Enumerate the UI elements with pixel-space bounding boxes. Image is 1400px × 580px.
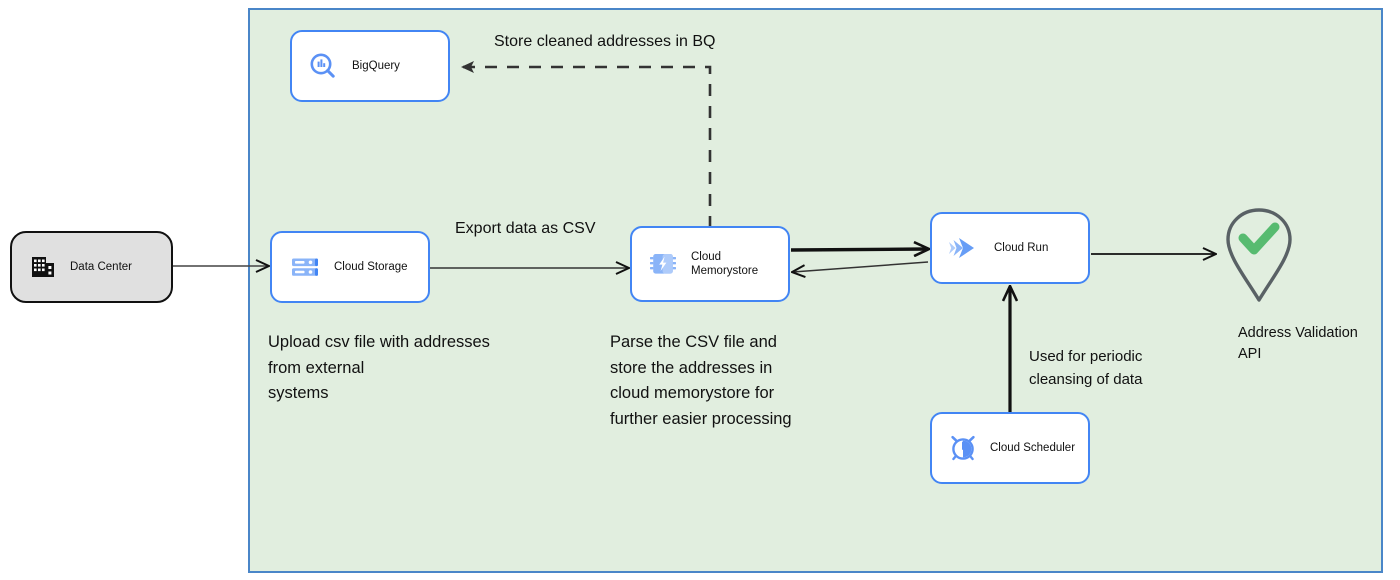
node-label-bigquery: BigQuery <box>352 59 400 72</box>
node-cloud-run[interactable]: Cloud Run <box>930 212 1090 284</box>
node-label-cloud-memorystore: Cloud Memorystore <box>691 250 759 277</box>
note-upload-csv: Upload csv file with addresses from exte… <box>268 333 490 403</box>
node-address-validation-api[interactable] <box>1222 205 1296 305</box>
node-label-cloud-storage: Cloud Storage <box>334 260 408 273</box>
cloud-storage-icon <box>290 252 320 282</box>
cloud-run-icon <box>946 233 980 263</box>
note-parse-csv: Parse the CSV file and store the address… <box>610 333 792 428</box>
node-cloud-scheduler[interactable]: Cloud Scheduler <box>930 412 1090 484</box>
cloud-memorystore-icon <box>648 249 678 279</box>
node-cloud-storage[interactable]: Cloud Storage <box>270 231 430 303</box>
edge-label-store-cleaned-addresses: Store cleaned addresses in BQ <box>494 33 716 50</box>
node-data-center[interactable]: Data Center <box>10 231 173 303</box>
note-scheduler-purpose: Used for periodic cleansing of data <box>1029 348 1143 388</box>
data-center-icon <box>30 254 56 280</box>
gcp-boundary-container <box>248 8 1383 573</box>
node-label-cloud-scheduler: Cloud Scheduler <box>990 441 1076 454</box>
map-pin-check-icon <box>1226 208 1292 302</box>
edge-label-export-data-as-csv: Export data as CSV <box>455 220 596 237</box>
cloud-scheduler-icon <box>948 433 978 463</box>
node-label-address-validation-api: Address Validation API <box>1238 325 1358 363</box>
node-label-data-center: Data Center <box>70 260 133 273</box>
node-bigquery[interactable]: BigQuery <box>290 30 450 102</box>
node-cloud-memorystore[interactable]: Cloud Memorystore <box>630 226 790 302</box>
bigquery-icon <box>308 51 338 81</box>
node-label-cloud-run: Cloud Run <box>994 241 1049 254</box>
